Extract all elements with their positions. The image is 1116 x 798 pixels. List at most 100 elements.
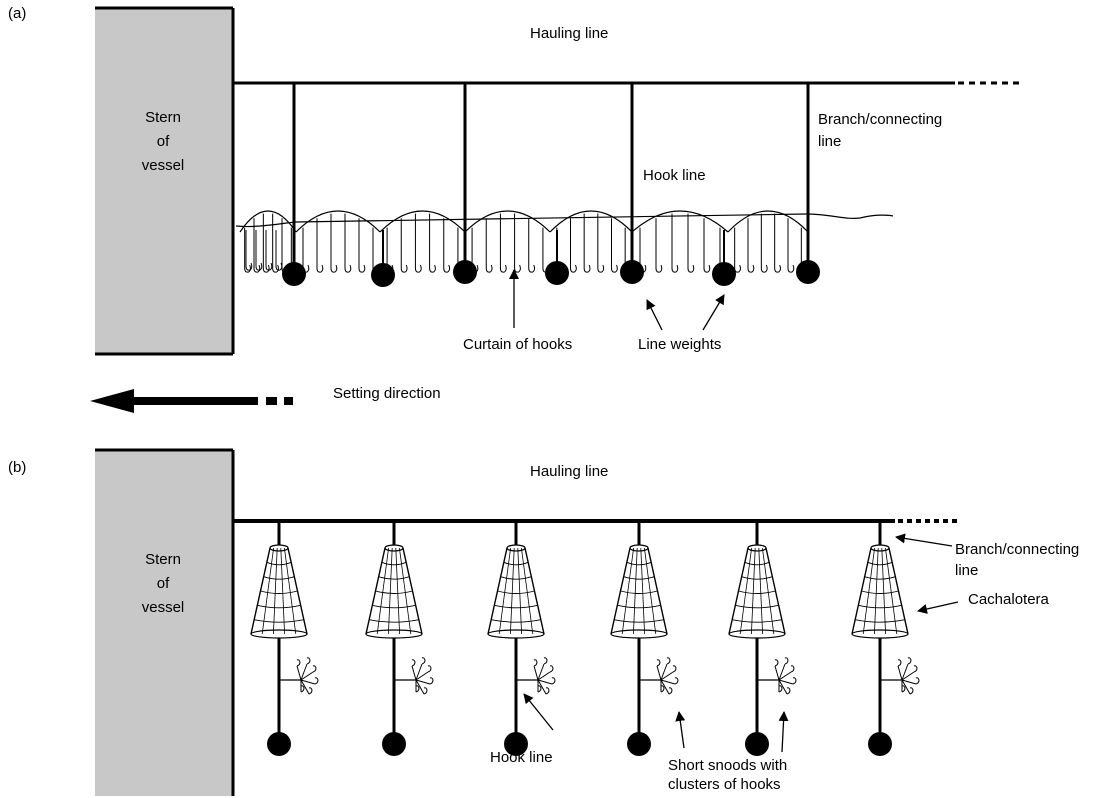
hook — [255, 230, 263, 271]
hook — [281, 218, 289, 273]
cachalotera-ring — [623, 576, 655, 580]
setting-direction-arrowhead — [90, 389, 134, 413]
hook — [415, 685, 420, 693]
cachalotera-top — [269, 544, 289, 552]
line-weight — [627, 732, 651, 756]
setting-direction: Setting direction — [90, 385, 441, 413]
hook — [499, 213, 507, 273]
cachalotera-ring — [620, 590, 658, 594]
snoods-arrow-1 — [675, 711, 686, 749]
cachalotera-rib — [874, 547, 879, 635]
hook — [674, 677, 679, 685]
curtain-arc — [295, 210, 381, 233]
snood-branch — [296, 665, 302, 681]
hook — [300, 685, 305, 693]
setting-direction-dash-1 — [266, 397, 277, 405]
stern-label-b-2: of — [157, 575, 170, 592]
hook — [411, 659, 416, 667]
cachalotera-ring — [614, 619, 664, 623]
cachalotera-unit — [851, 521, 920, 756]
stern-label-b-1: Stern — [145, 551, 181, 568]
cachalotera-rib — [261, 547, 274, 635]
hook-line-arrow-b — [523, 693, 554, 731]
cachalotera-rib — [280, 547, 285, 635]
hook-line-label-b: Hook line — [490, 749, 553, 766]
stern-box-a — [95, 8, 233, 354]
cachalotera-ring — [741, 576, 773, 580]
line-weight — [267, 732, 291, 756]
curtain-arc — [631, 210, 729, 233]
snood-branch — [901, 663, 909, 681]
cachalotera-rib — [510, 547, 515, 635]
branch-label-b-1: Branch/connecting — [955, 541, 1079, 558]
hook — [400, 218, 408, 273]
hook — [909, 687, 914, 695]
cachalotera-rib — [498, 547, 511, 635]
snoods-label-1: Short snoods with — [668, 757, 787, 774]
cachalotera-unit — [365, 521, 434, 756]
snood-branch — [656, 665, 662, 681]
cachalotera-ring — [864, 576, 896, 580]
hook — [656, 659, 661, 667]
hook — [296, 659, 301, 667]
snood-branch — [537, 671, 551, 681]
cachalotera-ring — [266, 561, 292, 566]
cachalotera-rib — [521, 547, 534, 635]
snood-branch — [778, 679, 788, 695]
snood-branch — [778, 663, 786, 681]
snood-branch — [415, 671, 429, 681]
hook — [786, 687, 791, 695]
snood-branch — [415, 679, 431, 685]
snood-branch — [774, 665, 780, 681]
hook — [671, 213, 679, 273]
weight-arrow-1 — [646, 299, 663, 331]
setting-direction-label: Setting direction — [333, 385, 441, 402]
hook — [666, 657, 671, 665]
hook — [790, 665, 795, 673]
cachalotera-ring — [738, 590, 776, 594]
snood-branch — [901, 671, 915, 681]
hook — [915, 677, 920, 685]
stern-label-a-3: vessel — [142, 157, 185, 174]
cachalotera-ring — [744, 561, 770, 566]
snood-branch — [411, 665, 417, 681]
hook — [427, 665, 432, 673]
hook — [275, 230, 283, 271]
cachalotera-bottom — [610, 629, 668, 639]
cachalotera-top — [747, 544, 767, 552]
hook — [443, 218, 451, 273]
hook — [611, 218, 618, 273]
hook — [597, 213, 605, 273]
cachalotera-bottom — [487, 629, 545, 639]
cachalotera-arrow — [917, 601, 959, 614]
hook — [913, 665, 918, 673]
cachalotera-ring — [254, 619, 304, 623]
snood-branch — [901, 679, 917, 685]
hook — [316, 218, 324, 273]
curtain-arc — [379, 210, 466, 233]
hook — [907, 657, 912, 665]
hook — [787, 218, 795, 273]
line-weight — [382, 732, 406, 756]
cachalotera-rib — [395, 547, 400, 635]
snood-branch — [660, 663, 668, 681]
hook — [687, 213, 695, 273]
cachalotera-bottom — [365, 629, 423, 639]
cachalotera-rib — [621, 547, 634, 635]
curtain-arc — [464, 210, 551, 233]
cachalotera-rib — [273, 547, 278, 635]
hook — [543, 657, 548, 665]
cachalotera-ring — [867, 561, 893, 566]
cachalotera-ring — [503, 561, 529, 566]
hook-line-label-a: Hook line — [643, 167, 706, 184]
cachalotera-ring — [491, 619, 541, 623]
cachalotera-bottom — [250, 629, 308, 639]
hook — [672, 665, 677, 673]
cachalotera-top — [384, 544, 404, 552]
snood-branch — [778, 679, 794, 685]
line-weight — [282, 262, 306, 286]
hook — [570, 218, 577, 273]
cachalotera-top — [629, 544, 649, 552]
cachalotera-ring — [626, 561, 652, 566]
cachalotera-ring — [617, 604, 661, 609]
